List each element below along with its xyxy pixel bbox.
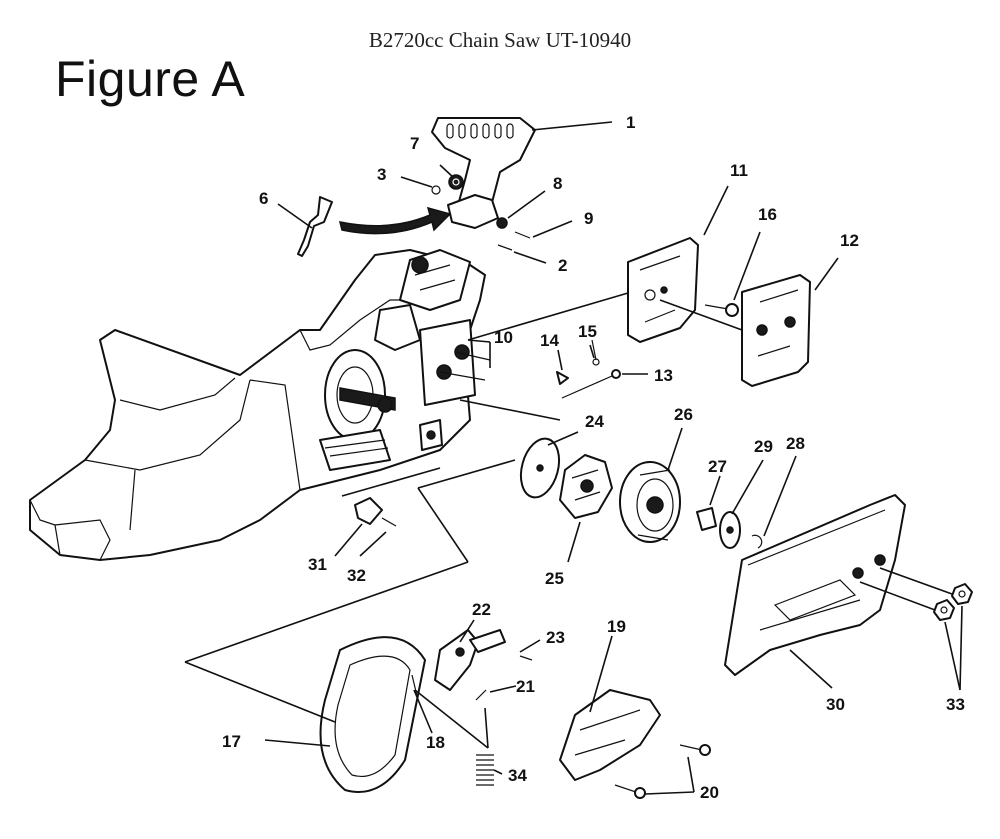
callout-23: 23	[546, 628, 565, 647]
clutch-washer-29-drawing	[719, 511, 741, 549]
callout-1: 1	[626, 113, 635, 132]
brake-band-drawing	[319, 636, 426, 793]
clutch-cover-drawing	[724, 494, 906, 676]
callout-24: 24	[585, 412, 604, 431]
callout-3: 3	[377, 165, 386, 184]
document-title: B2720cc Chain Saw UT-10940	[368, 28, 632, 52]
bar-nut-drawing	[933, 583, 973, 621]
callout-20: 20	[700, 783, 719, 802]
callout-30: 30	[826, 695, 845, 714]
callout-27: 27	[708, 457, 727, 476]
callout-9: 9	[584, 209, 593, 228]
brake-spring-drawing	[297, 196, 333, 257]
oil-pump-drawing	[559, 689, 711, 799]
brake-lever-drawing	[411, 629, 533, 701]
callout-21: 21	[516, 677, 535, 696]
clutch-drum-drawing	[619, 461, 681, 543]
callout-28: 28	[786, 434, 805, 453]
callout-17: 17	[222, 732, 241, 751]
e-clip-drawing	[751, 534, 763, 549]
callout-8: 8	[553, 174, 562, 193]
callout-32: 32	[347, 566, 366, 585]
callout-6: 6	[259, 189, 268, 208]
callout-10: 10	[494, 328, 513, 347]
callout-29: 29	[754, 437, 773, 456]
callout-13: 13	[654, 366, 673, 385]
callout-22: 22	[472, 600, 491, 619]
hand-guard-drawing	[431, 117, 536, 251]
callout-26: 26	[674, 405, 693, 424]
callout-18: 18	[426, 733, 445, 752]
callout-7: 7	[410, 134, 419, 153]
callout-14: 14	[540, 331, 559, 350]
callout-19: 19	[607, 617, 626, 636]
callout-15: 15	[578, 322, 597, 341]
bumper-spike-drawing	[354, 497, 397, 527]
callout-11: 11	[730, 161, 748, 180]
assembly-arrow-icon	[338, 206, 452, 235]
callout-12: 12	[840, 231, 859, 250]
callout-2: 2	[558, 256, 567, 275]
compression-spring-drawing	[476, 754, 494, 786]
leader-lines	[184, 121, 963, 795]
bar-stud-drawing	[556, 339, 621, 399]
bolt-16-drawing	[660, 286, 739, 317]
engine-housing-drawing	[29, 249, 491, 561]
needle-bearing-drawing	[696, 507, 717, 531]
callout-33: 33	[946, 695, 965, 714]
callout-31: 31	[308, 555, 327, 574]
callout-34: 34	[508, 766, 527, 785]
clutch-shoe-drawing	[559, 454, 613, 519]
clutch-washer-drawing	[519, 437, 561, 499]
guide-plate-outer-drawing	[741, 274, 811, 387]
callout-25: 25	[545, 569, 564, 588]
figure-label: Figure A	[55, 51, 246, 107]
callout-labels: 1 2 3 6 7 8 9 10 11 12 13 14 15 16 17 18…	[222, 113, 965, 802]
callout-16: 16	[758, 205, 777, 224]
